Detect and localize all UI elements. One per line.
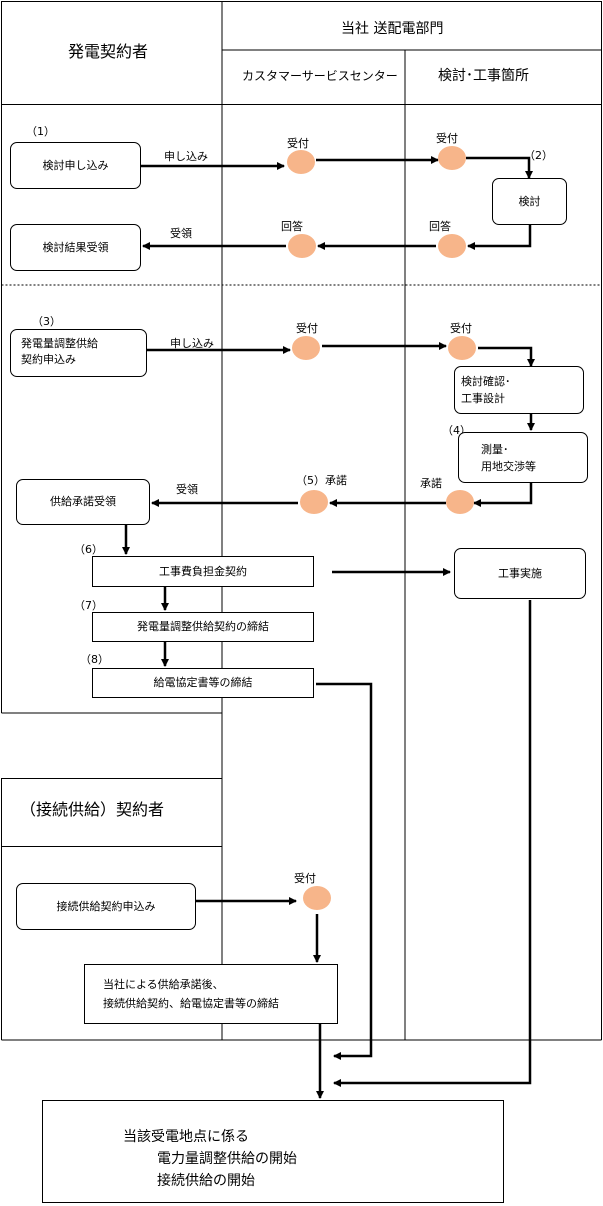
swimlane-frame	[1, 104, 602, 1041]
answer-label-cs: 回答	[281, 220, 303, 233]
construction-office-header: 検討･工事箇所	[438, 68, 529, 84]
review-application-box: 検討申し込み	[10, 142, 141, 189]
step-number-5-consent: （5）承諾	[296, 474, 347, 487]
arrow-to-review	[466, 156, 533, 179]
step-number-8: （8）	[80, 653, 109, 666]
connection-supply-application-box: 接続供給契約申込み	[16, 883, 196, 930]
answer-dot-cs	[288, 234, 316, 258]
receive-label-1: 受領	[170, 227, 192, 240]
construction-cost-contract-box: 工事費負担金契約	[92, 556, 314, 587]
connection-contractor-header: （接続供給）契約者	[20, 800, 165, 819]
final-line-3: 接続供給の開始	[157, 1173, 255, 1189]
review-box: 検討	[492, 178, 567, 225]
survey-box: 測量･ 用地交渉等	[458, 432, 588, 483]
apply-label-3: 申し込み	[170, 337, 214, 350]
accept-label-site-3: 受付	[450, 322, 472, 335]
accept-label-connection: 受付	[294, 872, 316, 885]
company-dept-header: 当社 送配電部門	[341, 21, 444, 37]
accept-dot-site-1	[438, 146, 466, 170]
accept-label-cs-3: 受付	[296, 322, 318, 335]
step-number-2: （2）	[524, 149, 553, 162]
arrow-work-to-final	[333, 600, 532, 1087]
step-number-7: （7）	[74, 599, 103, 612]
accept-dot-site-3	[448, 336, 476, 360]
accept-label-site-1: 受付	[436, 132, 458, 145]
arrow-s8-to-final	[316, 682, 373, 1060]
arrow-review-answer	[467, 225, 532, 250]
design-box: 検討確認･ 工事設計	[454, 366, 584, 414]
answer-dot-site	[438, 234, 466, 258]
dispatch-agreement-box: 給電協定書等の締結	[92, 668, 314, 698]
supply-consent-received-box: 供給承諾受領	[16, 479, 150, 525]
arrow-survey-consent	[473, 483, 533, 507]
final-line-1: 当該受電地点に係る	[123, 1129, 249, 1145]
consent-dot-site	[446, 490, 474, 514]
customer-center-header: カスタマーサービスセンター	[242, 69, 398, 83]
supply-contract-application-box: 発電量調整供給 契約申込み	[10, 329, 147, 377]
construction-work-box: 工事実施	[454, 548, 586, 599]
step-number-3: （3）	[32, 315, 61, 328]
final-line-2: 電力量調整供給の開始	[157, 1151, 297, 1167]
consent-label-site: 承諾	[420, 477, 442, 490]
arrow-to-design	[478, 346, 535, 367]
receive-label-2: 受領	[176, 483, 198, 496]
final-start-box: 当該受電地点に係る 電力量調整供給の開始 接続供給の開始	[42, 1100, 504, 1203]
consent-dot-cs	[300, 490, 328, 514]
accept-dot-cs-1	[287, 150, 315, 174]
header-frame	[1, 1, 602, 105]
step-number-6: （6）	[74, 543, 103, 556]
apply-label-1: 申し込み	[164, 150, 208, 163]
accept-dot-cs-3	[292, 336, 320, 360]
step-number-1: （1）	[26, 125, 55, 138]
review-result-box: 検討結果受領	[10, 224, 141, 271]
supply-contract-conclusion-box: 発電量調整供給契約の締結	[92, 612, 314, 642]
accept-label-cs-1: 受付	[287, 137, 309, 150]
connection-contract-conclusion-box: 当社による供給承諾後、 接続供給契約、給電協定書等の締結	[84, 964, 338, 1024]
answer-label-site: 回答	[429, 220, 451, 233]
accept-dot-connection	[303, 886, 331, 910]
generator-contractor-header: 発電契約者	[68, 42, 149, 61]
